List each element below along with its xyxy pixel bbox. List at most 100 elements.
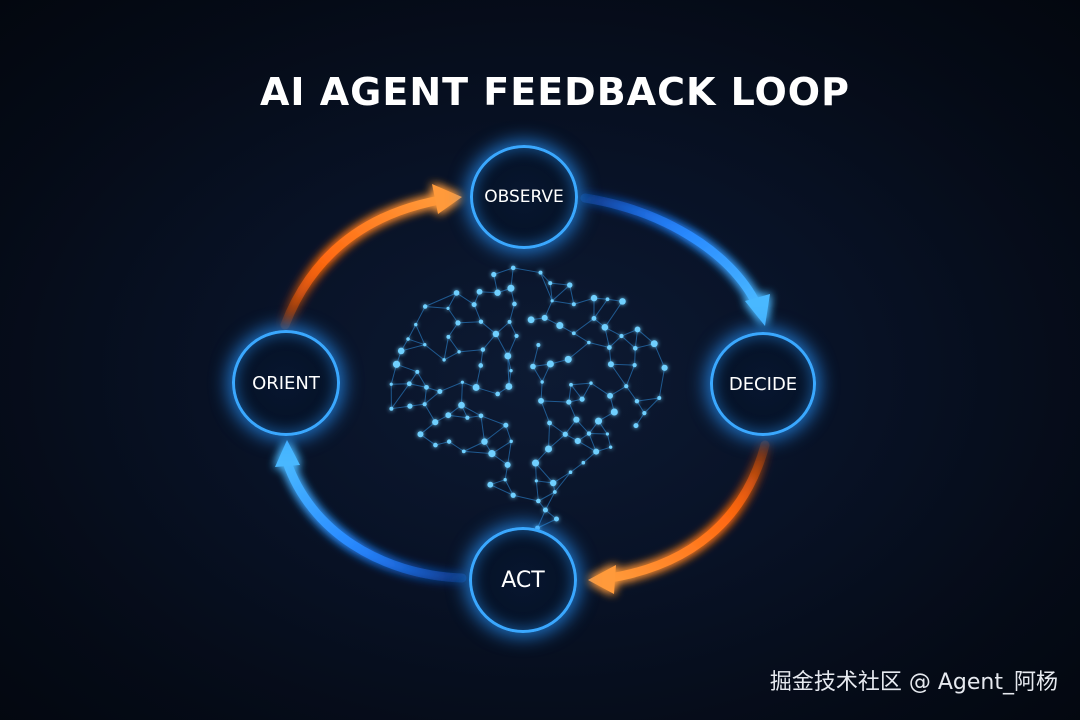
brain-node xyxy=(571,331,576,336)
brain-node xyxy=(512,301,517,307)
brain-node xyxy=(407,403,413,409)
brain-node xyxy=(545,445,553,453)
brain-node xyxy=(446,306,450,310)
arrow-act-to-orient xyxy=(275,440,467,583)
brain-node xyxy=(442,358,446,362)
brain-node xyxy=(389,382,393,386)
brain-node xyxy=(478,363,484,368)
brain-connection xyxy=(532,344,539,367)
brain-node xyxy=(587,340,591,345)
brain-connection xyxy=(568,401,577,420)
brain-connection xyxy=(482,333,497,350)
brain-connection xyxy=(541,400,569,403)
brain-connection xyxy=(475,386,498,395)
brain-connection xyxy=(636,400,645,414)
brain-connection xyxy=(634,348,636,366)
brain-node xyxy=(606,345,612,350)
node-orient: ORIENT xyxy=(232,330,340,436)
brain-node xyxy=(465,415,470,420)
brain-connection xyxy=(540,272,553,302)
brain-node xyxy=(455,320,461,326)
brain-node xyxy=(437,389,443,395)
brain-node xyxy=(541,314,548,321)
brain-connection xyxy=(461,404,482,417)
brain-node xyxy=(581,460,586,465)
brain-connection xyxy=(513,267,541,274)
brain-node xyxy=(505,383,513,390)
diagram-title: AI AGENT FEEDBACK LOOP xyxy=(260,70,850,114)
brain-connection xyxy=(573,332,590,343)
brain-node xyxy=(634,326,641,333)
brain-connection xyxy=(570,462,584,473)
brain-connection xyxy=(505,425,512,442)
brain-node xyxy=(417,431,424,438)
brain-connection xyxy=(435,441,450,446)
brain-connection xyxy=(637,329,655,345)
brain-node xyxy=(472,384,480,391)
brain-connection xyxy=(407,324,417,340)
brain-node xyxy=(562,431,568,437)
brain-node xyxy=(619,333,624,339)
brain-connection xyxy=(548,433,566,450)
brain-node xyxy=(566,399,572,405)
brain-node xyxy=(579,396,585,402)
brain-node xyxy=(495,391,500,397)
brain-node xyxy=(624,384,629,389)
brain-node xyxy=(424,384,429,390)
brain-connection xyxy=(448,441,465,452)
brain-node xyxy=(633,423,639,429)
node-act-label: ACT xyxy=(501,567,545,593)
brain-connection xyxy=(576,419,590,434)
brain-node xyxy=(432,419,439,426)
brain-connection xyxy=(532,366,543,383)
brain-node xyxy=(514,333,519,339)
brain-connection xyxy=(609,385,627,397)
brain-connection xyxy=(480,415,485,442)
brain-node xyxy=(534,479,538,483)
node-orient-label: ORIENT xyxy=(252,372,320,394)
brain-node xyxy=(536,498,541,504)
brain-connection xyxy=(390,383,410,409)
brain-node xyxy=(595,417,603,425)
brain-node xyxy=(536,342,541,347)
brain-node xyxy=(607,392,613,399)
brain-connection xyxy=(540,400,551,424)
brain-connection xyxy=(391,383,410,385)
brain-connection xyxy=(588,342,610,349)
brain-node xyxy=(608,445,613,449)
brain-node xyxy=(392,360,401,368)
brain-connection xyxy=(625,364,636,387)
brain-node xyxy=(619,298,626,305)
brain-connection xyxy=(490,484,514,496)
brain-connection xyxy=(495,333,509,357)
brain-connection xyxy=(570,384,583,400)
node-decide-label: DECIDE xyxy=(728,373,798,395)
brain-node xyxy=(423,342,427,347)
brain-node xyxy=(433,442,438,448)
brain-connection xyxy=(425,306,449,309)
brain-node xyxy=(527,316,535,324)
brain-node xyxy=(414,322,418,327)
brain-node xyxy=(574,437,581,445)
brain-node xyxy=(650,340,658,348)
brain-node xyxy=(530,363,536,370)
brain-node xyxy=(504,352,512,360)
brain-node xyxy=(591,316,597,321)
brain-connection xyxy=(658,367,666,399)
brain-connection xyxy=(457,321,482,324)
brain-connection xyxy=(635,412,645,426)
brain-node xyxy=(397,347,405,355)
brain-node xyxy=(507,284,515,292)
brain-node xyxy=(446,439,452,444)
brain-node xyxy=(453,290,460,296)
brain-node xyxy=(476,288,483,295)
brain-connection xyxy=(643,397,660,414)
brain-connection xyxy=(463,441,485,452)
brain-connection xyxy=(552,471,571,484)
brain-connection xyxy=(507,356,510,387)
brain-node xyxy=(605,297,610,302)
brain-connection xyxy=(447,308,459,324)
brain-connection xyxy=(504,479,514,496)
